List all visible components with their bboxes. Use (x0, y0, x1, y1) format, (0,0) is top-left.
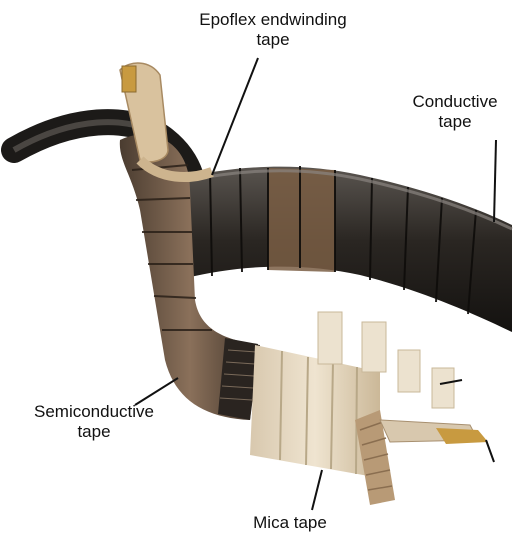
label-semiconductive-tape: Semiconductive tape (4, 402, 184, 442)
leader-tip-2 (486, 440, 494, 462)
mica-tape-section (250, 312, 488, 505)
leader-semiconductive (135, 378, 178, 405)
label-mica-tape: Mica tape (230, 513, 350, 533)
label-conductive-line2: tape (396, 112, 514, 132)
conductive-tape-bar (180, 166, 512, 332)
leader-mica (312, 470, 322, 510)
label-semiconductive-line2: tape (4, 422, 184, 442)
label-epoflex-line2: tape (168, 30, 378, 50)
label-semiconductive-line1: Semiconductive (4, 402, 184, 422)
label-epoflex-endwinding-tape: Epoflex endwinding tape (168, 10, 378, 50)
label-conductive-line1: Conductive (396, 92, 514, 112)
leader-epoflex (212, 58, 258, 175)
leader-conductive (494, 140, 496, 222)
label-mica-line1: Mica tape (230, 513, 350, 533)
label-conductive-tape: Conductive tape (396, 92, 514, 132)
label-epoflex-line1: Epoflex endwinding (168, 10, 378, 30)
